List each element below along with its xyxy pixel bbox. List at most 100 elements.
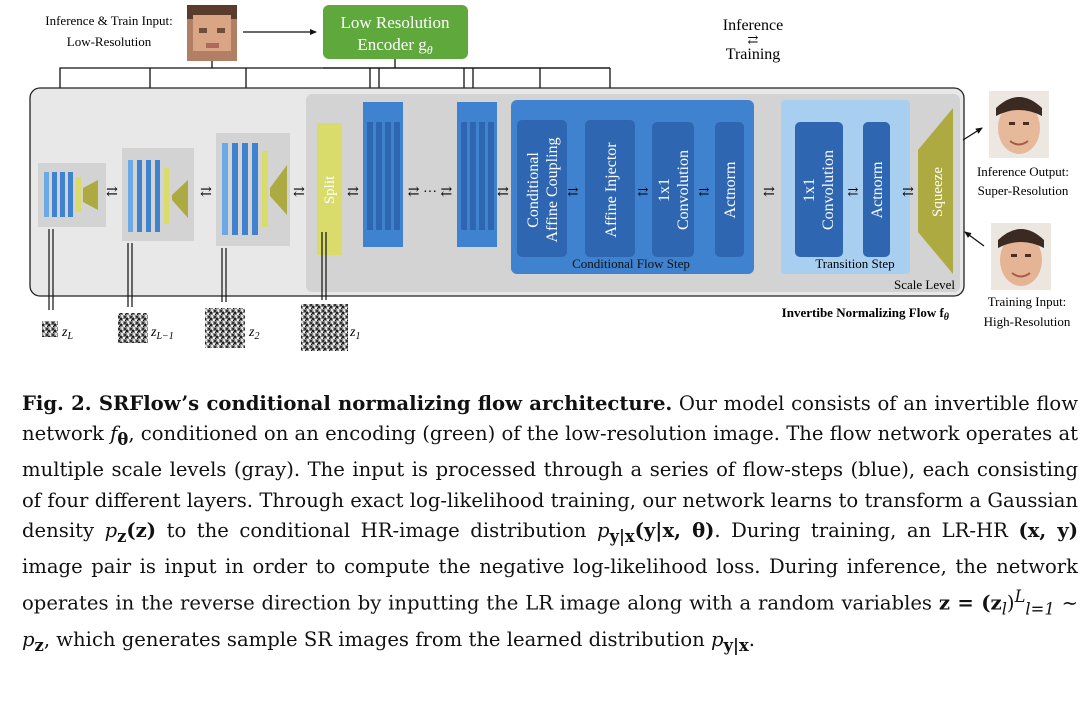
flow-label: Invertibe Normalizing Flow fθ [782, 305, 950, 323]
split-arrow: ⇄ [347, 185, 359, 200]
squeeze-label: Squeeze [930, 167, 946, 217]
encoder-label-sub: θ [427, 43, 433, 57]
flow-label-base: Invertibe Normalizing Flow f [782, 305, 945, 320]
caption-zdef-tail: ∼ p [22, 591, 1078, 651]
conv1x1-line1: 1x1 [656, 178, 673, 202]
transition-step: 1x1 Convolution Actnorm ⇄ Transition Ste… [781, 100, 910, 274]
caption-pyx2-sub: y|x [723, 635, 749, 655]
caption-xy: (x, y) [1018, 518, 1078, 542]
step-arrow: ⇄ [497, 185, 509, 200]
level-L-block [38, 163, 106, 227]
caption-zdef-sub: l=1 [1025, 599, 1055, 619]
caption-text-6: , which generates sample SR images from … [43, 627, 711, 651]
scale-level-label: Scale Level [894, 277, 955, 292]
cond-arrow-2: ⇄ [638, 184, 649, 199]
encoder-label-line2: Encoder gθ [357, 35, 432, 57]
caption-text-4: . During training, an LR-HR [714, 518, 1019, 542]
level-2-block [216, 133, 290, 246]
conv1x1-line2: Convolution [675, 150, 692, 230]
flow-step-2 [457, 102, 497, 247]
trans-actnorm: Actnorm [869, 161, 886, 218]
caption-pyx: p [596, 518, 610, 542]
mode-inference: Inference [723, 17, 783, 34]
caption-pyx2: p [710, 627, 724, 651]
caption-text-7: . [748, 627, 755, 651]
latent-zL1-image [118, 313, 148, 343]
lr-face-image [187, 5, 237, 61]
caption-pz-arg: (z) [126, 518, 157, 542]
lr-encoder-box: Low Resolution Encoder gθ [323, 5, 468, 59]
latent-zL-sub: L [66, 331, 73, 342]
training-input-line1: Training Input: [988, 294, 1067, 309]
inter-level-arrows: ⇄ ⇄ ⇄ [106, 185, 305, 200]
caption-text-5: image pair is input in order to compute … [22, 554, 1078, 615]
mode-arrows: ⇄ [748, 32, 759, 47]
inference-output-line1: Inference Output: [977, 164, 1069, 179]
step-arrow-2: ⇄ [763, 185, 775, 200]
latent-zL-image [42, 321, 58, 337]
cond-arrow-3: ⇄ [699, 184, 710, 199]
squeeze-layer [918, 108, 953, 274]
split-label: Split [322, 175, 338, 204]
lr-input-label: Inference & Train Input: Low-Resolution [45, 13, 172, 49]
cond-step-label: Conditional Flow Step [572, 256, 690, 271]
sr-output-image [989, 91, 1049, 158]
caption-f: f [110, 422, 118, 446]
arrow-1: ⇄ [106, 185, 118, 200]
flow-label-sub: θ [944, 312, 950, 323]
level-L-1-block [122, 148, 194, 241]
latent-z1-base: z [349, 325, 356, 340]
latent-z2-sub: 2 [254, 331, 259, 342]
trans-conv-line1: 1x1 [801, 178, 818, 202]
caption-zdef: z = (z [938, 591, 1002, 615]
trans-arrow: ⇄ [848, 184, 859, 199]
lr-input-label-line1: Inference & Train Input: [45, 13, 172, 28]
latent-zL1-sub: L−1 [155, 331, 173, 342]
caption-zdef-l: l [1001, 599, 1007, 619]
caption-zdef-tail-sub: z [34, 635, 44, 655]
mode-training: Training [726, 46, 781, 63]
caption-f-sub: θ [117, 430, 129, 450]
caption-text-2: , conditioned on an encoding (green) of … [22, 422, 1079, 542]
caption-lead: Fig. 2. SRFlow’s conditional normalizing… [22, 392, 673, 415]
latent-zL-label: zL [61, 325, 73, 342]
caption-pz: p [104, 518, 118, 542]
cond-affine-coupling-line2: Affine Coupling [544, 137, 561, 242]
latent-z1-sub: 1 [355, 331, 360, 342]
lr-input-label-line2: Low-Resolution [67, 34, 152, 49]
trans-step-label: Transition Step [815, 256, 894, 271]
latent-z2-label: z2 [248, 325, 259, 342]
caption-zdef-sup: L [1014, 587, 1026, 607]
latent-z1-image [301, 304, 348, 351]
caption-zdef-close: ) [1006, 591, 1015, 615]
caption-pyx-arg: (y|x, θ) [634, 518, 715, 542]
latent-z2-base: z [248, 325, 255, 340]
cond-affine-coupling-line1: Conditional [525, 152, 542, 228]
training-input-line2: High-Resolution [984, 314, 1071, 329]
hr-training-image [991, 223, 1051, 290]
latent-connectors [48, 229, 327, 310]
latent-zL1-label: zL−1 [150, 325, 174, 342]
arrow-3: ⇄ [293, 185, 305, 200]
latent-zL-base: z [61, 325, 68, 340]
caption-text-1: Our model consists of an invertible flow… [22, 392, 1078, 446]
caption-pz-sub: z [117, 526, 127, 546]
encoder-label-base: Encoder g [357, 35, 427, 54]
figure-caption: Fig. 2. SRFlow’s conditional normalizing… [22, 389, 1078, 661]
architecture-diagram: Inference & Train Input: Low-Resolution … [29, 5, 1071, 351]
mode-indicator: Inference ⇄ Training [723, 17, 783, 63]
conditional-flow-step: Conditional Affine Coupling Affine Injec… [511, 100, 754, 274]
latent-zL1-base: z [150, 325, 157, 340]
encoder-label-line1: Low Resolution [340, 13, 450, 32]
caption-text-3: to the conditional HR-image distribution [156, 518, 597, 542]
trans-conv-line2: Convolution [820, 150, 837, 230]
step-arrow-3: ⇄ [902, 185, 914, 200]
steps-ellipsis: ⇄ ··· ⇄ [408, 185, 453, 200]
latent-z2-image [205, 308, 245, 348]
flow-step-1 [363, 102, 403, 247]
caption-pyx-sub: y|x [609, 526, 635, 546]
inference-output-line2: Super-Resolution [978, 183, 1069, 198]
cond-arrow-1: ⇄ [568, 184, 579, 199]
split-layer [317, 123, 342, 255]
architecture-figure: Inference & Train Input: Low-Resolution … [29, 5, 1071, 351]
